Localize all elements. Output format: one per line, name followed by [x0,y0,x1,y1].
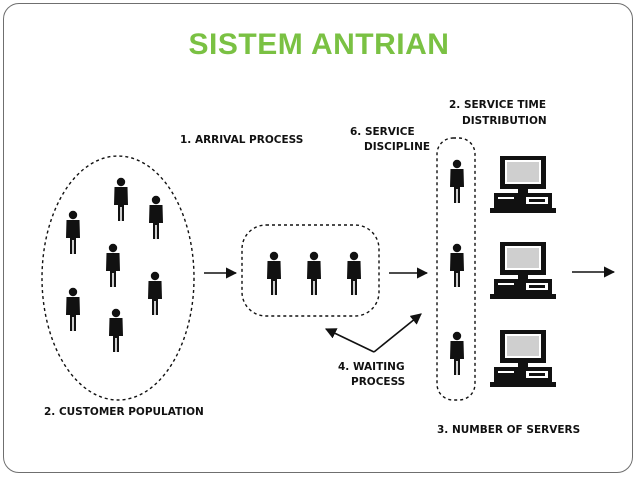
person-icon [66,210,80,254]
waiting-process-arrow-right [373,313,422,353]
person-icon [307,251,321,295]
waiting-process-arrow-left [324,328,375,353]
service-time-label-line1: 2. SERVICE TIME [449,99,546,111]
service-channel-boundary [436,137,476,401]
waiting-process-label-line2: PROCESS [351,376,405,388]
arrival-process-label: 1. ARRIVAL PROCESS [180,134,303,146]
slide-title: SISTEM ANTRIAN [188,28,450,61]
person-icon [267,251,281,295]
computer-server-icon [490,330,556,387]
person-icon [114,177,128,221]
person-icon [450,159,464,203]
customer-population-label: 2. CUSTOMER POPULATION [44,406,204,418]
person-icon [66,287,80,331]
queue-system-diagram: 1. ARRIVAL PROCESS 2. SERVICE TIME DISTR… [41,99,616,436]
person-icon [149,195,163,239]
person-icon [109,308,123,352]
service-time-label-line2: DISTRIBUTION [462,115,547,127]
person-icon [450,243,464,287]
service-discipline-label-line1: 6. SERVICE [350,126,415,138]
slide: SISTEM ANTRIAN 1. ARRIVAL [3,3,633,473]
person-icon [450,331,464,375]
computer-server-icon [490,242,556,299]
waiting-process-label-line1: 4. WAITING [338,361,405,373]
waiting-queue-boundary [241,224,380,317]
person-icon [148,271,162,315]
number-of-servers-label: 3. NUMBER OF SERVERS [437,424,580,436]
computer-server-icon [490,156,556,213]
service-discipline-label-line2: DISCIPLINE [364,141,430,153]
person-icon [347,251,361,295]
person-icon [106,243,120,287]
customer-population-boundary [41,155,195,401]
